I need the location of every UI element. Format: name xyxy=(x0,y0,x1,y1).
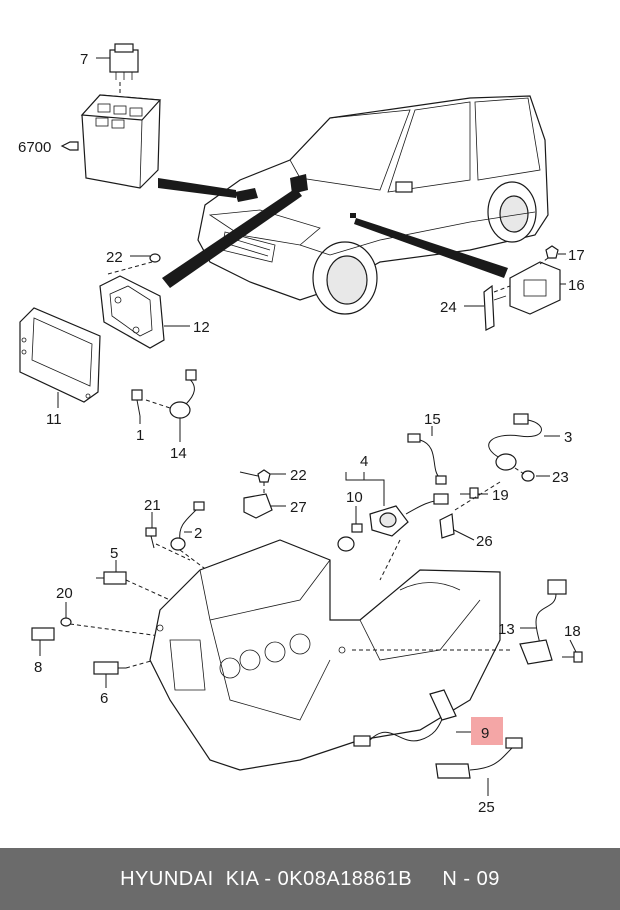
footer-bar: HYUNDAI KIA - 0K08A18861B N - 09 xyxy=(0,848,620,910)
callout-4: 4 xyxy=(360,453,368,470)
bracket-24-part xyxy=(483,284,507,331)
callout-12: 12 xyxy=(193,319,210,336)
parts-diagram: 7 6700 22 12 11 1 14 17 16 24 15 3 4 10 … xyxy=(18,43,585,816)
callout-15: 15 xyxy=(424,411,441,428)
sensor-5-part xyxy=(96,571,127,585)
callout-26: 26 xyxy=(476,533,493,550)
callout-8: 8 xyxy=(34,659,42,676)
callout-10: 10 xyxy=(346,489,363,506)
highlight-box-9 xyxy=(471,717,503,745)
callout-9: 9 xyxy=(481,725,489,742)
callout-24: 24 xyxy=(440,299,457,316)
callout-27: 27 xyxy=(290,499,307,516)
callout-16: 16 xyxy=(568,277,585,294)
callout-21: 21 xyxy=(144,497,161,514)
callout-13: 13 xyxy=(498,621,515,638)
sensor-14-part xyxy=(169,369,197,419)
callout-22-mid: 22 xyxy=(290,467,307,484)
callout-2: 2 xyxy=(194,525,202,542)
relay-part xyxy=(109,43,139,80)
sensor-4-part xyxy=(369,493,449,537)
pointer-band-fusebox xyxy=(158,178,236,198)
callout-5: 5 xyxy=(110,545,118,562)
callout-3: 3 xyxy=(564,429,572,446)
ecu-part xyxy=(19,307,101,403)
oxygen-sensor-9-part xyxy=(353,689,457,747)
vehicle-illustration xyxy=(197,95,549,315)
ecu-bracket-part xyxy=(99,275,165,349)
callout-7: 7 xyxy=(80,51,88,68)
pointer-band-ecu xyxy=(162,188,302,288)
sensor-1-part xyxy=(131,389,143,417)
footer-part-number: HYUNDAI KIA - 0K08A18861B N - 09 xyxy=(120,867,500,890)
engine-block-illustration xyxy=(149,539,501,771)
sensor-8-part xyxy=(31,627,55,641)
control-module-part xyxy=(509,261,561,315)
callout-23: 23 xyxy=(552,469,569,486)
callout-11: 11 xyxy=(46,411,62,428)
fuse-box-part xyxy=(80,94,162,189)
callout-20: 20 xyxy=(56,585,73,602)
sensor-27-part xyxy=(243,493,273,519)
bolt-19-part xyxy=(460,487,479,499)
sensor-2-part xyxy=(170,501,205,551)
callout-19: 19 xyxy=(492,487,509,504)
callout-6700: 6700 xyxy=(18,139,51,156)
sensor-13-part xyxy=(519,579,567,665)
callout-25: 25 xyxy=(478,799,495,816)
sensor-3-part xyxy=(488,413,542,471)
sensor-15-part xyxy=(407,433,447,485)
oxygen-sensor-25-part xyxy=(435,737,523,779)
callout-14: 14 xyxy=(170,445,187,462)
callout-17: 17 xyxy=(568,247,585,264)
callout-18: 18 xyxy=(564,623,581,640)
callout-22-top: 22 xyxy=(106,249,123,266)
callout-6: 6 xyxy=(100,690,108,707)
bracket-26-part xyxy=(439,513,455,539)
sensor-6-part xyxy=(93,661,126,675)
bolt-18-part xyxy=(562,651,583,663)
callout-1: 1 xyxy=(136,427,144,444)
bolt-21-part xyxy=(145,527,157,549)
pointer-band-module xyxy=(354,218,508,278)
